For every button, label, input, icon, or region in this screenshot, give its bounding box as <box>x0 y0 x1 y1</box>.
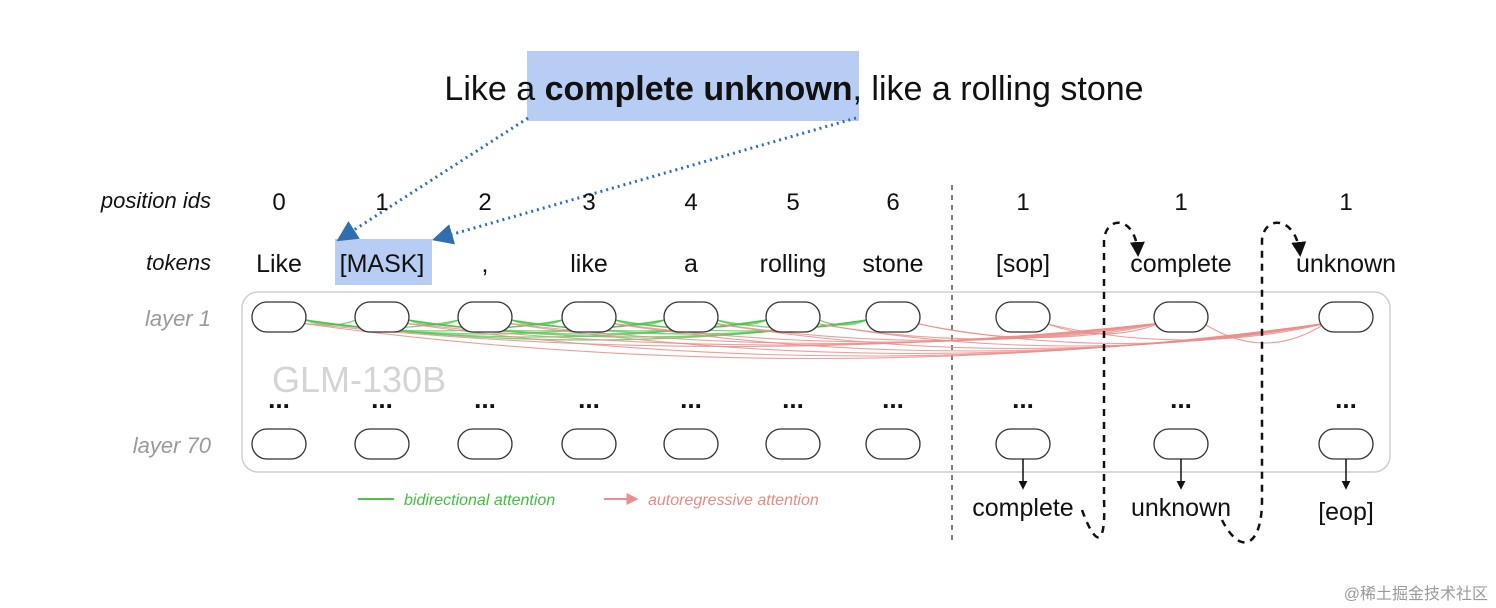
part_b-position-id: 1 <box>1339 189 1352 216</box>
part_b-layer1-node <box>995 301 1051 333</box>
part_b-layer70-node <box>1318 428 1374 460</box>
part_a-layer70-node <box>251 428 307 460</box>
autoregressive-arc <box>814 320 1163 340</box>
sentence: Like a complete unknown, like a rolling … <box>444 70 1143 108</box>
part_a-layer1-node <box>354 301 410 333</box>
part_a-token: a <box>684 250 698 278</box>
part_a-layer1-node <box>765 301 821 333</box>
part_a-layer70-node <box>354 428 410 460</box>
part_b-token: unknown <box>1296 250 1396 278</box>
tokens-label: tokens <box>146 250 211 275</box>
layer-70-label: layer 70 <box>133 433 212 458</box>
part_a-layer-ellipsis: ... <box>578 384 600 414</box>
autoregressive-arc <box>914 320 1163 339</box>
part_a-position-id: 3 <box>582 189 595 216</box>
part_b-column-2: 1 unknown... [eop] <box>1296 189 1396 526</box>
part_a-token: , <box>482 250 489 278</box>
part_a-column-2: 2,... <box>457 189 513 460</box>
layer-1-label: layer 1 <box>145 306 211 331</box>
part_b-output-token: [eop] <box>1318 498 1374 526</box>
part_b-output-token: unknown <box>1131 494 1231 522</box>
span-arrow-right <box>431 116 857 245</box>
part_a-layer-ellipsis: ... <box>782 384 804 414</box>
part_a-position-id: 4 <box>684 189 697 216</box>
part_b-position-id: 1 <box>1174 189 1187 216</box>
bidirectional-arc <box>818 319 868 326</box>
part_b-output-token: complete <box>972 494 1073 522</box>
part_a-layer1-node <box>251 301 307 333</box>
part_a-layer-ellipsis: ... <box>268 384 290 414</box>
sentence-after: , like a rolling stone <box>853 70 1144 108</box>
part_a-token: rolling <box>760 250 827 278</box>
legend-bidirectional-label: bidirectional attention <box>404 492 555 509</box>
part_a-layer70-node <box>865 428 921 460</box>
watermark: @稀土掘金技术社区 <box>1344 585 1488 603</box>
part_a-token: stone <box>862 250 923 278</box>
part_a-layer-ellipsis: ... <box>371 384 393 414</box>
part_b-position-id: 1 <box>1016 189 1029 216</box>
part_a-layer70-node <box>561 428 617 460</box>
part_a-layer1-node <box>561 301 617 333</box>
part_a-token: like <box>570 250 608 278</box>
part_a-column-0: 0Like... <box>251 189 307 460</box>
part_a-layer-ellipsis: ... <box>474 384 496 414</box>
part_a-column-1: 1 [MASK]... <box>340 189 425 460</box>
part_b-column-0: 1 [sop]... complete <box>972 189 1073 522</box>
part_a-token: [MASK] <box>340 250 425 278</box>
part_a-position-id: 1 <box>375 189 388 216</box>
part_b-layer70-node <box>995 428 1051 460</box>
sentence-highlight <box>527 51 859 121</box>
autoregressive-attention-lines <box>298 320 1330 360</box>
feedback-loop-unknown <box>1220 221 1307 544</box>
autoregressive-arc <box>710 320 1330 350</box>
part_a-layer1-node <box>457 301 513 333</box>
part_a-layer-ellipsis: ... <box>680 384 702 414</box>
part_b-layer1-node <box>1318 301 1374 333</box>
part_a-layer70-node <box>765 428 821 460</box>
part_a-column-3: 3 like... <box>561 189 617 460</box>
part_a-token: Like <box>256 250 302 278</box>
part_b-layer-ellipsis: ... <box>1335 384 1357 414</box>
token-columns: 0Like...1[MASK]...2,...3like...4a...5rol… <box>251 189 1396 526</box>
autoregressive-arc <box>506 320 1163 345</box>
part_a-position-id: 6 <box>886 189 899 216</box>
part_a-position-id: 2 <box>478 189 491 216</box>
autoregressive-arc <box>812 320 1330 347</box>
sentence-span-highlight: complete unknown <box>545 70 853 108</box>
part_b-column-1: 1 complete... unknown <box>1130 189 1231 522</box>
part_a-position-id: 0 <box>272 189 285 216</box>
model-box <box>241 291 1391 473</box>
part_a-layer1-node <box>663 301 719 333</box>
part_b-layer-ellipsis: ... <box>1012 384 1034 414</box>
part_a-column-4: 4 a... <box>663 189 719 460</box>
part_a-column-5: 5 rolling... <box>760 189 827 460</box>
part_a-layer1-node <box>865 301 921 333</box>
autoregressive-arc <box>712 320 1163 342</box>
part_b-layer1-node <box>1153 301 1209 333</box>
legend-autoregressive-label: autoregressive attention <box>648 492 819 509</box>
part_a-layer-ellipsis: ... <box>882 384 904 414</box>
span-arrow-left <box>336 116 529 242</box>
mask-highlight <box>335 239 432 285</box>
part_a-layer70-node <box>663 428 719 460</box>
sentence-before: Like a <box>444 70 544 108</box>
part_b-token: complete <box>1130 250 1231 278</box>
part_b-token: [sop] <box>996 250 1050 278</box>
autoregressive-arc <box>1042 321 1330 341</box>
part_a-layer70-node <box>457 428 513 460</box>
part_b-layer70-node <box>1153 428 1209 460</box>
feedback-loop-complete <box>1080 221 1145 539</box>
part_a-column-6: 6 stone... <box>862 189 924 460</box>
model-name: GLM-130B <box>272 359 446 400</box>
part_b-layer-ellipsis: ... <box>1170 384 1192 414</box>
position-ids-label: position ids <box>100 188 211 213</box>
part_a-position-id: 5 <box>786 189 799 216</box>
autoregressive-arc <box>1202 322 1328 344</box>
